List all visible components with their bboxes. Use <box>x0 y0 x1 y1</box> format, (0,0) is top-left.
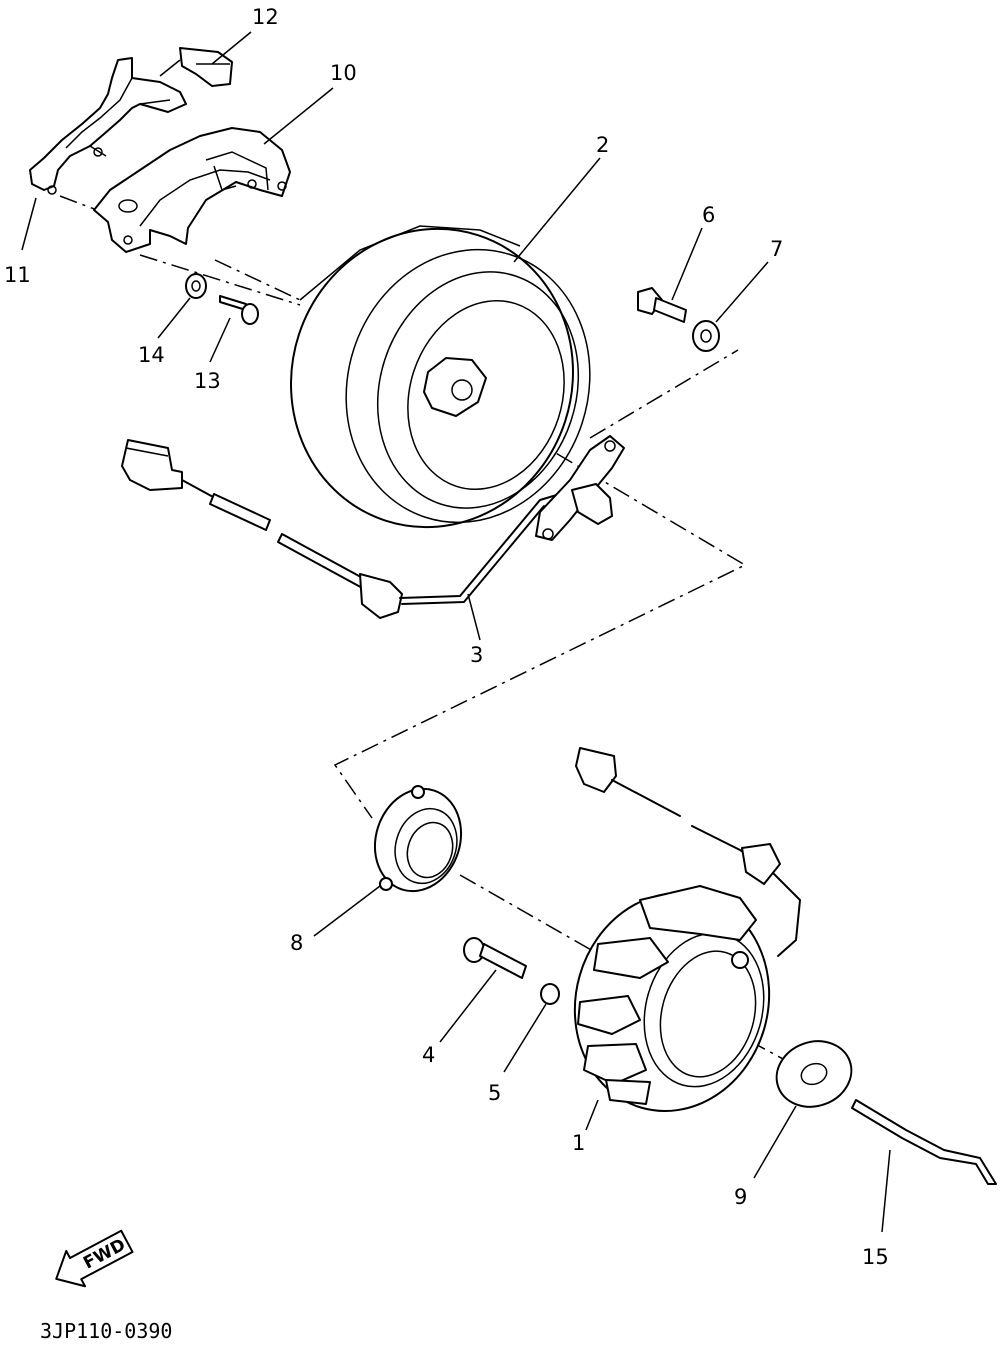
part-11-bracket <box>29 57 187 195</box>
part-7-washer <box>692 320 720 352</box>
leader-lines <box>21 31 891 1233</box>
part-6-bolt <box>637 287 687 323</box>
part-1-stator <box>573 747 801 1112</box>
part-10-pickup-cover <box>93 127 291 253</box>
callout-labels: 12 10 2 6 7 11 14 13 3 8 4 5 1 9 15 <box>4 5 889 1269</box>
part-12-connector-cap <box>159 47 233 87</box>
callout-11: 11 <box>4 263 31 287</box>
callout-1: 1 <box>572 1131 585 1155</box>
callout-10: 10 <box>330 61 357 85</box>
forward-arrow: FWD <box>55 1229 134 1288</box>
diagram-code: 3JP110-0390 <box>40 1319 172 1343</box>
callout-13: 13 <box>194 369 221 393</box>
part-5-nut <box>540 983 560 1005</box>
part-13-screw <box>219 295 259 325</box>
callout-8: 8 <box>290 931 303 955</box>
callout-3: 3 <box>470 643 483 667</box>
callout-2: 2 <box>596 133 609 157</box>
callout-14: 14 <box>138 343 165 367</box>
part-3-pickup-coil <box>121 435 625 619</box>
callout-4: 4 <box>422 1043 435 1067</box>
callout-12: 12 <box>252 5 279 29</box>
callout-7: 7 <box>770 237 783 261</box>
part-2-flywheel-rotor <box>290 225 591 529</box>
callout-15: 15 <box>862 1245 889 1269</box>
callout-9: 9 <box>734 1185 747 1209</box>
part-14-washer <box>185 273 207 299</box>
part-15-wire-lead <box>851 1099 997 1185</box>
callout-5: 5 <box>488 1081 501 1105</box>
part-9-washer <box>775 1040 853 1108</box>
callout-6: 6 <box>702 203 715 227</box>
part-8-seal-cover <box>373 785 463 893</box>
part-4-screw <box>463 937 527 979</box>
